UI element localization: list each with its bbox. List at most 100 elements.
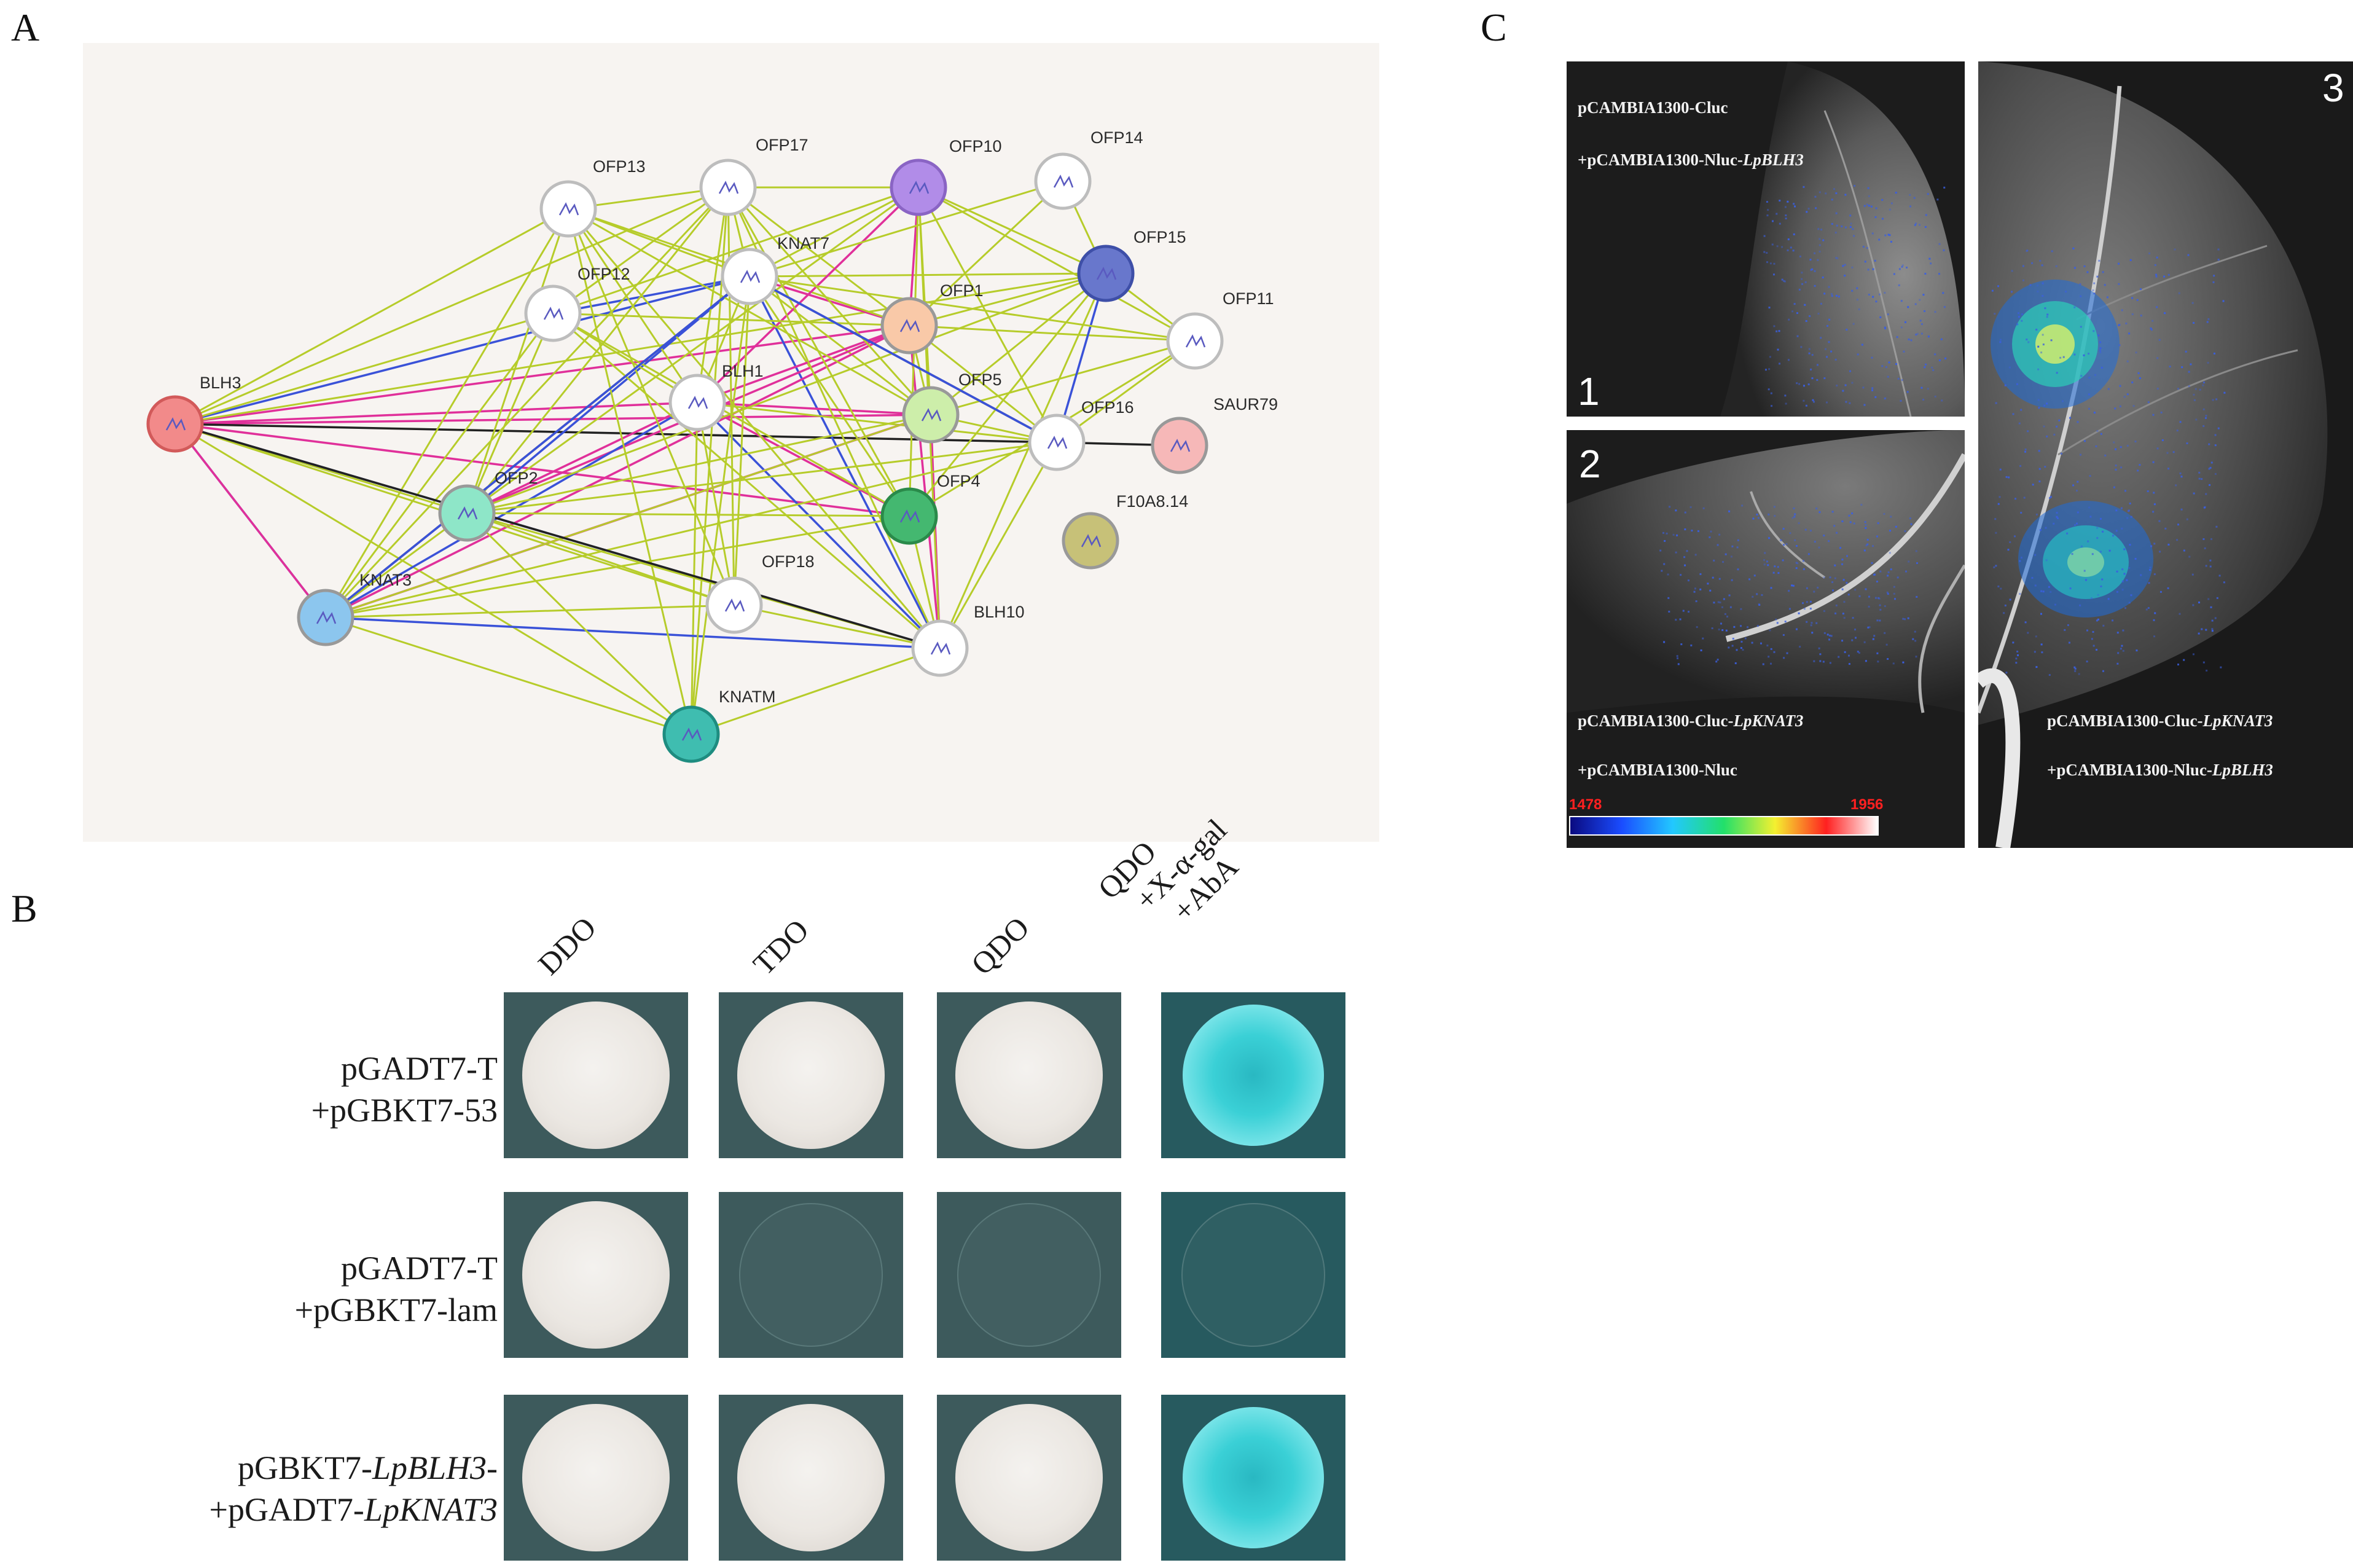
edge-OFP1-OFP11	[909, 324, 1196, 342]
lum-dot	[2135, 351, 2137, 354]
edge-OFP18-OFP17	[727, 187, 735, 606]
lum-dot	[1829, 662, 1831, 664]
node-ofp11[interactable]: OFP11	[1166, 289, 1274, 370]
edge-BLH1-OFP4	[697, 401, 910, 517]
lum-dot	[1784, 621, 1787, 623]
quadrant-number-3: 3	[2322, 66, 2344, 110]
lum-dot	[2096, 527, 2099, 529]
lum-dot	[1822, 239, 1825, 241]
lum-dot	[1815, 207, 1817, 210]
node-ofp4[interactable]: OFP4	[880, 472, 981, 545]
lum-dot	[1751, 641, 1753, 644]
edge-OFP1-KNAT3	[325, 324, 910, 619]
lum-dot	[1776, 213, 1778, 215]
node-ofp14[interactable]: OFP14	[1034, 128, 1143, 210]
lum-dot	[1916, 562, 1918, 565]
node-blh1[interactable]: BLH1	[668, 362, 764, 431]
lum-dot	[1790, 246, 1792, 249]
node-saur79[interactable]: SAUR79	[1151, 395, 1278, 474]
edge-BLH3-BLH1	[174, 401, 698, 425]
lum-dot	[2016, 323, 2019, 326]
lum-dot	[2126, 360, 2129, 363]
plate-r2-c2	[719, 1192, 903, 1358]
lum-dot	[1816, 378, 1819, 381]
lum-dot	[1907, 617, 1909, 619]
lum-dot	[1752, 517, 1755, 520]
lum-dot	[2120, 466, 2123, 469]
lum-dot	[1867, 187, 1869, 189]
lum-dot	[2022, 265, 2024, 267]
lum-dot	[1826, 324, 1829, 327]
lum-dot	[1878, 238, 1881, 241]
lum-dot	[2167, 273, 2170, 276]
row-label-3: pGBKT7-LpBLH3- +pGADT7-LpKNAT3	[68, 1447, 498, 1531]
lum-dot	[1723, 598, 1725, 600]
lum-dot	[1815, 622, 1818, 624]
lum-dot	[1661, 570, 1663, 572]
lum-dot	[1889, 234, 1891, 237]
edge-BLH1-BLH10	[696, 401, 941, 649]
lum-dot	[1833, 188, 1835, 190]
lum-dot	[1825, 192, 1827, 195]
lum-dot	[1863, 549, 1866, 552]
lum-dot	[2093, 412, 2096, 414]
node-f10a8-14[interactable]: F10A8.14	[1062, 492, 1188, 570]
lum-dot	[1849, 225, 1852, 228]
lum-dot	[1820, 302, 1822, 305]
node-ofp15[interactable]: OFP15	[1077, 228, 1186, 302]
lum-dot	[1997, 285, 2000, 288]
edge-BLH3-KNATM	[174, 423, 692, 735]
lum-dot	[1659, 549, 1662, 552]
lum-dot	[1717, 601, 1720, 603]
node-ofp5[interactable]: OFP5	[902, 370, 1002, 444]
node-knat7[interactable]: KNAT7	[721, 234, 829, 305]
node-ofp12[interactable]: OFP12	[524, 265, 630, 342]
node-blh3[interactable]: BLH3	[146, 374, 241, 453]
lum-dot	[1809, 608, 1812, 610]
lum-dot	[1820, 337, 1822, 339]
lum-dot	[1847, 594, 1850, 596]
lum-dot	[1779, 199, 1781, 202]
structure-icon-6	[740, 270, 761, 283]
lum-dot	[2013, 535, 2016, 538]
lum-dot	[1943, 306, 1946, 308]
lum-dot	[1910, 339, 1913, 342]
node-ofp13[interactable]: OFP13	[539, 157, 646, 238]
lum-dot	[2112, 535, 2115, 537]
node-ofp18[interactable]: OFP18	[705, 552, 815, 634]
node-ofp10[interactable]: OFP10	[890, 137, 1002, 216]
node-knat3[interactable]: KNAT3	[297, 571, 412, 646]
lum-dot	[2214, 434, 2217, 436]
lum-dot	[1770, 392, 1772, 394]
lum-dot	[1767, 564, 1769, 566]
node-ofp1[interactable]: OFP1	[880, 281, 984, 355]
lum-dot	[1774, 565, 1776, 568]
node-label-3: OFP10	[949, 137, 1002, 155]
lum-dot	[1914, 224, 1916, 226]
lum-dot	[1872, 545, 1874, 547]
lum-dot	[1699, 573, 1702, 575]
lum-dot	[1741, 504, 1744, 507]
lum-dot	[1927, 388, 1929, 390]
lum-dot	[1854, 629, 1857, 631]
lum-dot	[1884, 326, 1886, 329]
lum-dot	[2108, 549, 2111, 552]
lum-dot	[2056, 372, 2058, 374]
lum-dot	[1868, 605, 1870, 608]
lum-dot	[2069, 417, 2072, 419]
lum-dot	[1777, 566, 1779, 568]
lum-dot	[1843, 601, 1846, 603]
lum-dot	[1784, 394, 1787, 397]
node-blh10[interactable]: BLH10	[911, 603, 1025, 677]
lum-dot	[1771, 220, 1774, 222]
lum-dot	[2073, 267, 2076, 269]
node-ofp16[interactable]: OFP16	[1028, 398, 1134, 471]
node-ofp2[interactable]: OFP2	[438, 469, 538, 542]
lum-dot	[2015, 662, 2018, 664]
lum-dot	[1702, 507, 1705, 509]
lum-dot	[2005, 476, 2008, 478]
lum-dot	[2066, 532, 2069, 535]
node-ofp17[interactable]: OFP17	[699, 136, 808, 216]
node-knatm[interactable]: KNATM	[662, 688, 776, 763]
lum-dot	[1766, 214, 1769, 217]
